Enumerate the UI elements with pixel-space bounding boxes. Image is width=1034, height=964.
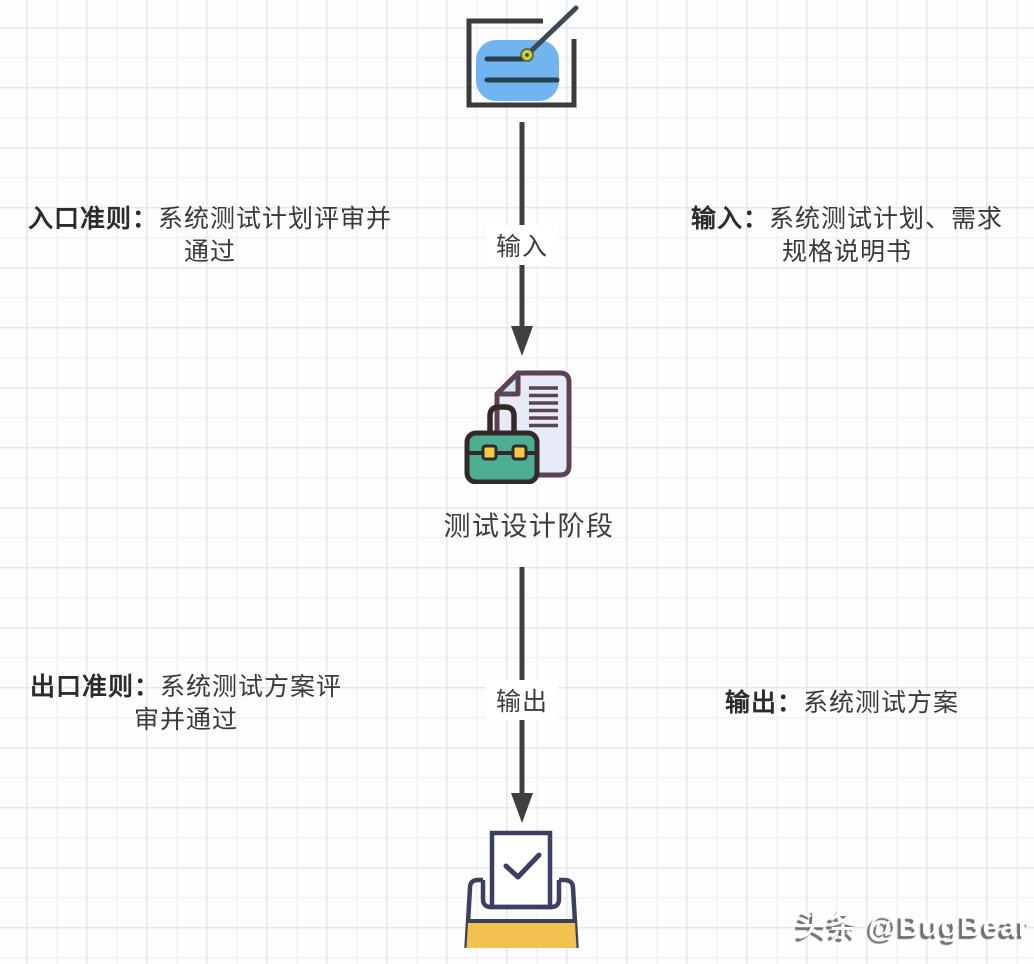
- stage-label: 测试设计阶段: [443, 511, 615, 542]
- entry-criteria-text: 入口准则：系统测试计划评审并 通过: [8, 203, 412, 269]
- exit-criteria-line2: 审并通过: [133, 706, 238, 734]
- input-prefix: 输入：: [690, 205, 769, 233]
- ballot-box-icon: [464, 830, 579, 949]
- entry-criteria-line1: 系统测试计划评审并: [158, 205, 393, 233]
- exit-criteria-prefix: 出口准则：: [29, 673, 160, 701]
- output-line1: 系统测试方案: [803, 689, 960, 717]
- watermark: 头条 @BugBear: [797, 910, 1031, 943]
- input-line1: 系统测试计划、需求: [769, 205, 1004, 233]
- entry-criteria-prefix: 入口准则：: [27, 205, 158, 233]
- exit-criteria-line1: 系统测试方案评: [160, 673, 343, 701]
- input-text: 输入：系统测试计划、需求 规格说明书: [661, 203, 1033, 269]
- briefcase-document-icon: [464, 370, 572, 484]
- input-line2: 规格说明书: [781, 238, 912, 266]
- input-arrow-label: 输入: [485, 225, 559, 265]
- output-arrow-label: 输出: [485, 680, 559, 720]
- output-prefix: 输出：: [724, 689, 803, 717]
- document-text-lines: [529, 386, 558, 428]
- note-pencil-icon: [466, 5, 579, 108]
- entry-criteria-line2: 通过: [183, 238, 236, 266]
- output-text: 输出：系统测试方案: [656, 687, 1028, 720]
- exit-criteria-text: 出口准则：系统测试方案评 审并通过: [4, 671, 368, 737]
